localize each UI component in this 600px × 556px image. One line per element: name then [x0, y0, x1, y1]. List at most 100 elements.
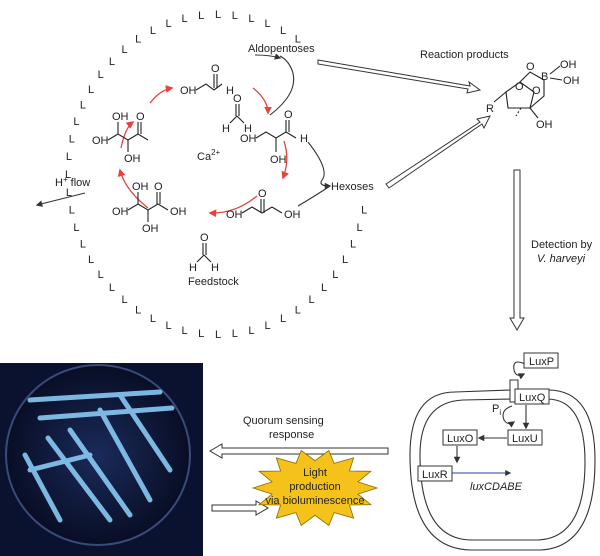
lipid-glyph: L — [248, 325, 254, 337]
lipid-glyph: L — [232, 10, 238, 22]
svg-text:O: O — [233, 93, 242, 105]
bioluminescent-plate-photo — [0, 363, 203, 556]
lipid-glyph: L — [264, 18, 270, 30]
plate-to-light-arrow — [211, 500, 269, 516]
svg-text:O: O — [136, 111, 145, 123]
light-label-line2: production — [289, 481, 340, 493]
formaldehyde-molecule-top: O H H — [222, 93, 252, 135]
svg-text:OH: OH — [563, 75, 580, 87]
lipid-glyph: L — [80, 100, 86, 112]
lipid-glyph: L — [264, 320, 270, 332]
svg-text:OH: OH — [270, 154, 287, 166]
svg-text:O: O — [211, 63, 220, 75]
lipid-glyph: L — [69, 133, 75, 145]
ketotetrose-molecule: OH OH OH O OH — [112, 181, 187, 235]
svg-text:OH: OH — [560, 59, 577, 71]
svg-text:LuxR: LuxR — [422, 469, 448, 481]
to-reaction-products-arrow-top — [317, 59, 482, 94]
svg-text:OH: OH — [124, 153, 141, 165]
lipid-glyph: L — [321, 282, 327, 294]
luxr-box: LuxR — [417, 465, 453, 482]
svg-text:H: H — [222, 123, 230, 135]
svg-text:LuxQ: LuxQ — [519, 392, 546, 404]
glycolaldehyde-molecule: OH O H — [180, 63, 234, 97]
svg-text:OH: OH — [284, 209, 301, 221]
lipid-glyph: L — [88, 84, 94, 96]
lipid-glyph: L — [88, 254, 94, 266]
light-label-line1: Light — [303, 467, 327, 479]
phosphate-label: Pi — [492, 403, 501, 417]
svg-text:OH: OH — [226, 209, 243, 221]
lipid-glyph: L — [198, 328, 204, 340]
svg-text:OH: OH — [180, 85, 197, 97]
svg-text:LuxO: LuxO — [447, 433, 474, 445]
lipid-glyph: L — [98, 269, 104, 281]
aldopentoses-label: Aldopentoses — [248, 43, 315, 55]
svg-text:OH: OH — [142, 223, 159, 235]
svg-text:O: O — [200, 232, 209, 244]
svg-text:H: H — [211, 262, 219, 274]
svg-text:OH: OH — [92, 135, 109, 147]
lipid-glyph: L — [80, 238, 86, 250]
lipid-glyph: L — [121, 44, 127, 56]
svg-text:OH: OH — [536, 119, 553, 131]
lipid-glyph: L — [165, 320, 171, 332]
detection-label-line2: V. harveyi — [537, 253, 586, 265]
light-label-line3: via bioluminescence — [265, 495, 364, 507]
lipid-glyph: L — [280, 25, 286, 37]
luxo-box: LuxO — [442, 429, 478, 446]
lipid-glyph: L — [66, 151, 72, 163]
detection-label-line1: Detection by — [531, 239, 593, 251]
luxp-box: LuxP — [523, 352, 559, 369]
borate-sugar-complex: O O B O OH OH R OH — [486, 59, 580, 131]
lipid-glyph: L — [332, 269, 338, 281]
lipid-glyph: L — [150, 25, 156, 37]
lipid-glyph: L — [215, 329, 221, 341]
lipid-glyph: L — [98, 69, 104, 81]
svg-text:OH: OH — [240, 133, 257, 145]
calcium-label: Ca2+ — [197, 148, 221, 163]
luxu-box: LuxU — [507, 429, 543, 446]
lipid-glyph: L — [165, 18, 171, 30]
feedstock-label: Feedstock — [188, 276, 239, 288]
lipid-glyph: L — [198, 10, 204, 22]
svg-text:OH: OH — [112, 111, 129, 123]
lipid-glyph: L — [109, 282, 115, 294]
svg-text:O: O — [526, 61, 535, 73]
h-flow-arrow — [35, 192, 86, 207]
lipid-glyph: L — [66, 187, 72, 199]
lipid-glyph: L — [295, 305, 301, 317]
lipid-glyph: L — [73, 116, 79, 128]
vibrio-cell — [409, 389, 596, 551]
aldotetrose-molecule: OH OH OH O OH — [92, 111, 149, 165]
lipid-glyph: L — [295, 34, 301, 46]
lipid-glyph: L — [342, 254, 348, 266]
quorum-label-line1: Quorum sensing — [243, 415, 324, 427]
lipid-glyph: L — [109, 56, 115, 68]
hexoses-label: Hexoses — [331, 181, 374, 193]
svg-text:O: O — [258, 188, 267, 200]
svg-text:H: H — [189, 262, 197, 274]
formaldehyde-feedstock-molecule: O H H — [189, 232, 219, 274]
lipid-glyph: L — [121, 294, 127, 306]
svg-text:H: H — [244, 123, 252, 135]
phosphate-arrow — [502, 405, 516, 428]
lipid-glyph: L — [135, 34, 141, 46]
lipid-glyph: L — [73, 222, 79, 234]
lipid-glyph: L — [182, 325, 188, 337]
lipid-glyph: L — [248, 13, 254, 25]
formose-cycle-arrows — [117, 85, 289, 218]
branch-arrows — [254, 53, 332, 207]
lipid-glyph: L — [308, 294, 314, 306]
lipid-glyph: L — [357, 222, 363, 234]
glyceraldehyde-molecule: OH OH O H — [240, 109, 308, 166]
svg-text:R: R — [486, 103, 494, 115]
lipid-glyph: L — [150, 313, 156, 325]
svg-text:H: H — [300, 133, 308, 145]
h-flow-label: H+ flow — [55, 175, 90, 189]
lipid-glyph: L — [65, 169, 71, 181]
dihydroxyacetone-molecule: OH O OH — [226, 188, 301, 221]
quorum-sensing-arrow — [209, 443, 389, 459]
svg-text:O: O — [154, 181, 163, 193]
